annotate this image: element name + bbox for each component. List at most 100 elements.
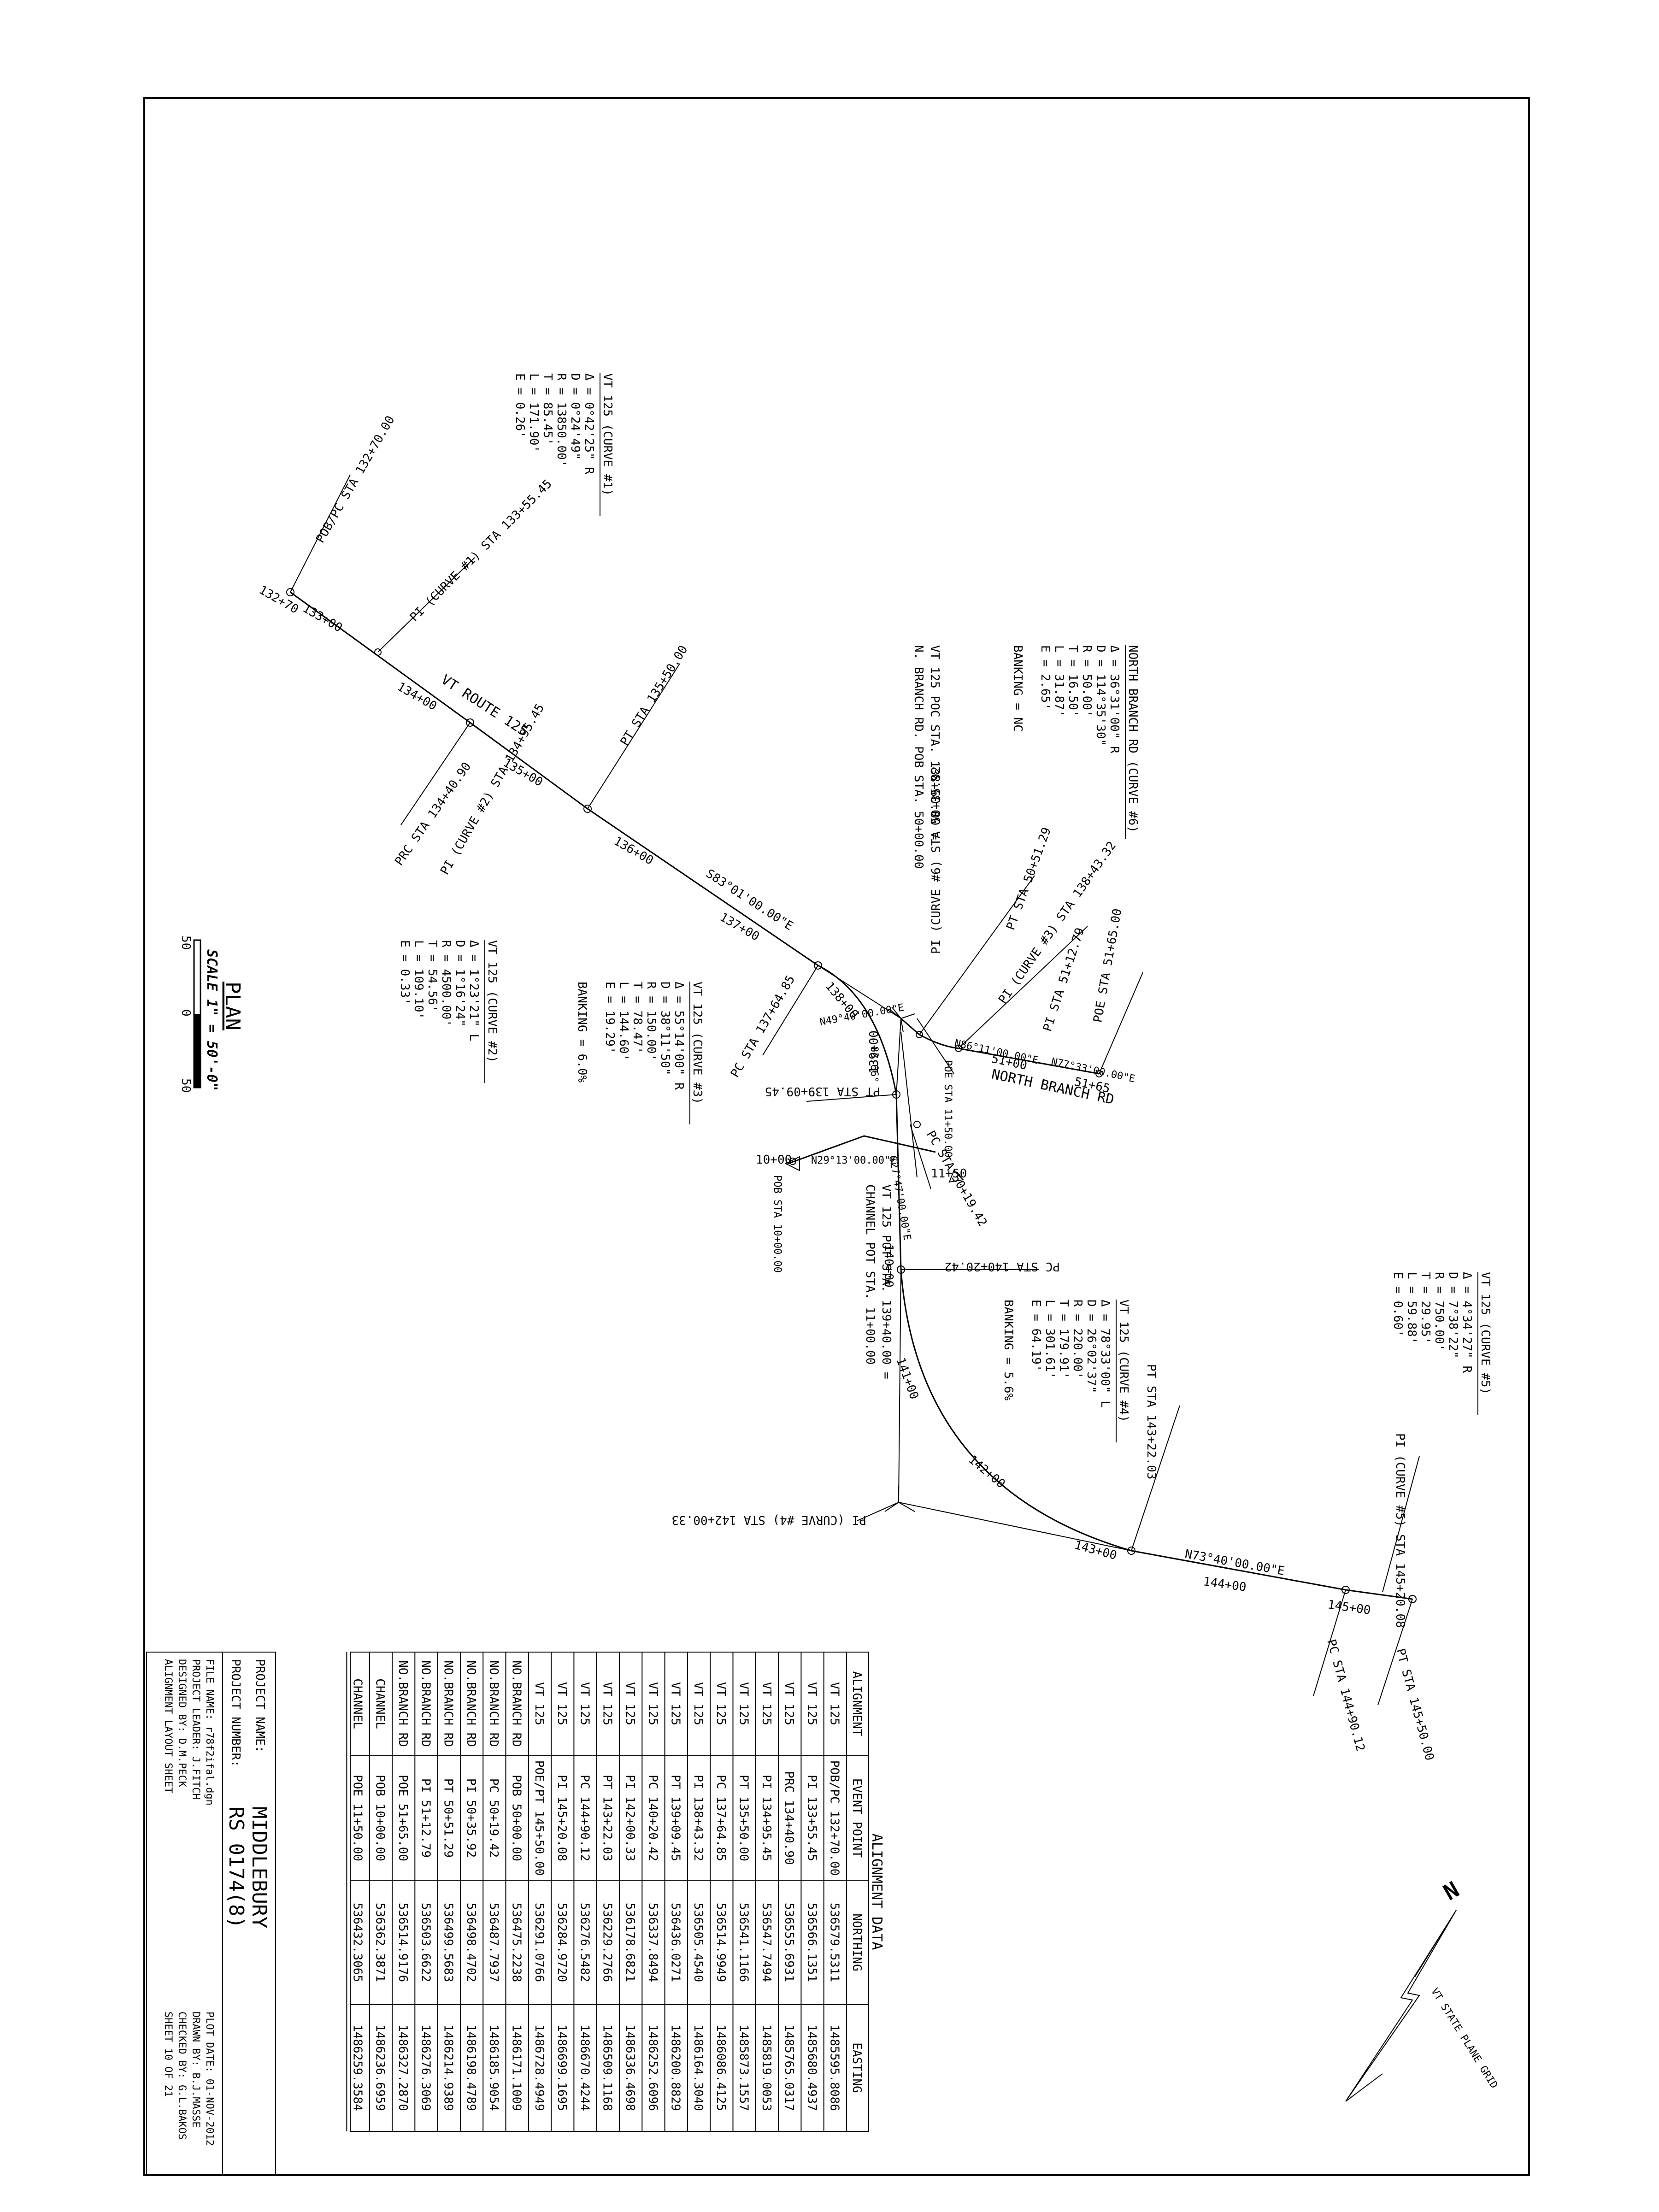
table-cell: 536229.2766 <box>600 1903 614 1982</box>
table-cell: 1486164.3040 <box>691 2024 705 2111</box>
plan-scale: SCALE 1" = 50'-0" <box>204 949 220 1091</box>
point-pi-1 <box>374 648 382 656</box>
point-pt-145 <box>1408 1595 1417 1603</box>
station-137: 137+00 <box>718 910 762 944</box>
table-cell: 536514.9949 <box>714 1903 728 1982</box>
north-arrow-shape-outer <box>1345 1910 1457 2102</box>
table-cell: 1486327.2870 <box>396 2024 410 2111</box>
table-cell: VT 125 <box>805 1682 818 1725</box>
table-cell: PI 50+35.92 <box>464 1778 478 1858</box>
table-cell: PT 139+09.45 <box>669 1775 682 1861</box>
table-cell: 1486699.1695 <box>555 2024 569 2111</box>
checked-by: CHECKED BY: G.L.BAKOS <box>176 2012 188 2140</box>
curve-6-row: T = 16.50' <box>1066 645 1080 718</box>
table-header-cell: ALIGNMENT <box>850 1671 864 1736</box>
callout-pob-pc-1: POB/PC STA 132+70.00 <box>313 413 398 545</box>
callout-pt-nb: PT STA 50+51.29 <box>1004 825 1054 932</box>
table-cell: 1485595.8086 <box>828 2024 841 2111</box>
callout-pc-140: PC STA 140+20.42 <box>945 1259 1060 1273</box>
point-poe-nb <box>1095 1070 1103 1077</box>
curve-3-row: BANKING = 6.0% <box>575 982 589 1082</box>
curve-data-block-2: VT 125 (CURVE #2) Δ = 1°23'21" L D = 1°1… <box>398 940 499 1083</box>
curve-1-title: VT 125 (CURVE #1) <box>600 373 614 496</box>
curve-1-row: L = 171.90' <box>527 373 541 453</box>
table-cell: NO.BRANCH RD <box>464 1660 478 1747</box>
table-cell: 1486171.1009 <box>510 2024 524 2111</box>
curve-4-row: Δ = 78°33'00" L <box>1098 1300 1112 1408</box>
curve-4-row: T = 179.91' <box>1057 1300 1071 1379</box>
channel-line <box>788 1135 936 1165</box>
callout-pi-5: PI (CURVE #5) STA 145+20.08 <box>1393 1433 1407 1628</box>
curve-4-row: D = 26°02'37" <box>1084 1300 1098 1394</box>
curve-4-row: R = 220.00' <box>1071 1300 1084 1379</box>
callout-pt-143: PT STA 143+22.03 <box>1144 1364 1158 1479</box>
poe-triangle <box>948 1170 965 1183</box>
curve-2-row: D = 1°16'24" <box>453 940 467 1027</box>
curve-6-row: R = 50.00' <box>1080 645 1094 718</box>
table-cell: 1486214.9389 <box>441 2024 455 2111</box>
plot-date: PLOT DATE: 01-NOV-2012 <box>204 2012 215 2146</box>
table-cell: VT 125 <box>714 1682 728 1725</box>
table-cell: PT 50+51.29 <box>441 1778 455 1858</box>
north-label: N <box>1439 1877 1464 1906</box>
vt125-tangent-west <box>290 591 818 966</box>
curve-2-title: VT 125 (CURVE #2) <box>485 940 499 1063</box>
curve-1-row: Δ = 0°42'25" R <box>582 373 596 474</box>
station-139: 139+00 <box>867 1030 881 1074</box>
curve-4-title: VT 125 (CURVE #4) <box>1117 1300 1130 1422</box>
table-cell: 536514.9176 <box>396 1903 410 1982</box>
table-cell: 536436.0271 <box>669 1903 682 1982</box>
table-cell: VT 125 <box>577 1682 591 1725</box>
curve-6-row: E = 2.65' <box>1038 645 1052 710</box>
curve-5-row: R = 750.00' <box>1432 1272 1446 1351</box>
table-cell: PI 51+12.79 <box>418 1778 432 1858</box>
note-channel-hdr: VT 125 POT STA. 139+40.00 = <box>879 1184 893 1379</box>
table-cell: POE 51+65.00 <box>396 1775 410 1861</box>
station-132: 132+70 <box>257 583 301 617</box>
table-cell: POE/PT 145+50.00 <box>532 1760 546 1876</box>
vt125-tangent-middle <box>895 1094 902 1270</box>
table-cell: CHANNEL <box>373 1678 387 1729</box>
bearing-b5: N29°13'00.00"E <box>811 1155 896 1166</box>
table-cell: PC 140+20.42 <box>646 1775 659 1861</box>
project-number-label: PROJECT NUMBER: <box>229 1659 242 1767</box>
station-143: 143+00 <box>1073 1538 1118 1563</box>
table-cell: PI 145+20.08 <box>555 1775 569 1861</box>
table-cell: NO.BRANCH RD <box>418 1660 432 1747</box>
curve-2-row: L = 109.10' <box>412 940 425 1019</box>
plan-title-block: PLAN SCALE 1" = 50'-0" 50 0 50 <box>179 935 244 1093</box>
table-cell: 536475.2238 <box>510 1903 524 1982</box>
table-cell: VT 125 <box>623 1682 637 1725</box>
table-cell: 1485680.4937 <box>805 2024 818 2111</box>
file-name: FILE NAME: r78f2ifal.dgn <box>204 1659 215 1806</box>
curve-2-row: T = 54.56' <box>425 940 439 1012</box>
note-nb-hdr: VT 125 POC STA. 138+60.00 = <box>928 645 941 840</box>
table-cell: PI 133+55.45 <box>805 1775 818 1861</box>
table-cell: 1486086.4125 <box>714 2024 728 2111</box>
station-141: 141+00 <box>893 1356 921 1401</box>
drawn-by: DRAWN BY: B.J.MASSE <box>190 2012 201 2128</box>
point-pob <box>286 588 294 596</box>
point-pc-144 <box>1341 1586 1350 1594</box>
alignment-data-table: ALIGNMENT DATA ALIGNMENT EVENT POINT NOR… <box>346 1652 885 2132</box>
curve-1-row: T = 85.45' <box>541 373 554 446</box>
curve-3-row: T = 78.47' <box>630 982 644 1054</box>
table-cell: 1486670.4244 <box>577 2024 591 2111</box>
point-prc <box>466 718 474 727</box>
table-cell: PC 144+90.12 <box>577 1775 591 1861</box>
point-pc-137 <box>814 961 822 970</box>
north-grid-label: VT STATE PLANE GRID <box>1429 1986 1500 2091</box>
callout-pi-6: PI (CURVE #6) STA 50+35.92 <box>930 766 943 954</box>
curve-4-row: E = 64.19' <box>1029 1300 1043 1372</box>
project-number: RS 0174(8) <box>224 1806 248 1929</box>
table-cell: 1486236.6959 <box>373 2024 387 2111</box>
project-name: MIDDLEBURY <box>247 1806 271 1929</box>
table-cell: VT 125 <box>669 1682 682 1725</box>
callout-pi-1: PI (CURVE #1) STA 133+55.45 <box>407 477 555 624</box>
table-cell: 536498.4702 <box>464 1903 478 1982</box>
curve-data-block-6: NORTH BRANCH RD (CURVE #6) Δ = 36°31'00"… <box>1011 645 1140 839</box>
curve-2-row: Δ = 1°23'21" L <box>467 940 481 1041</box>
table-cell: 1486200.8829 <box>669 2024 682 2111</box>
point-pt-135 <box>583 805 592 813</box>
